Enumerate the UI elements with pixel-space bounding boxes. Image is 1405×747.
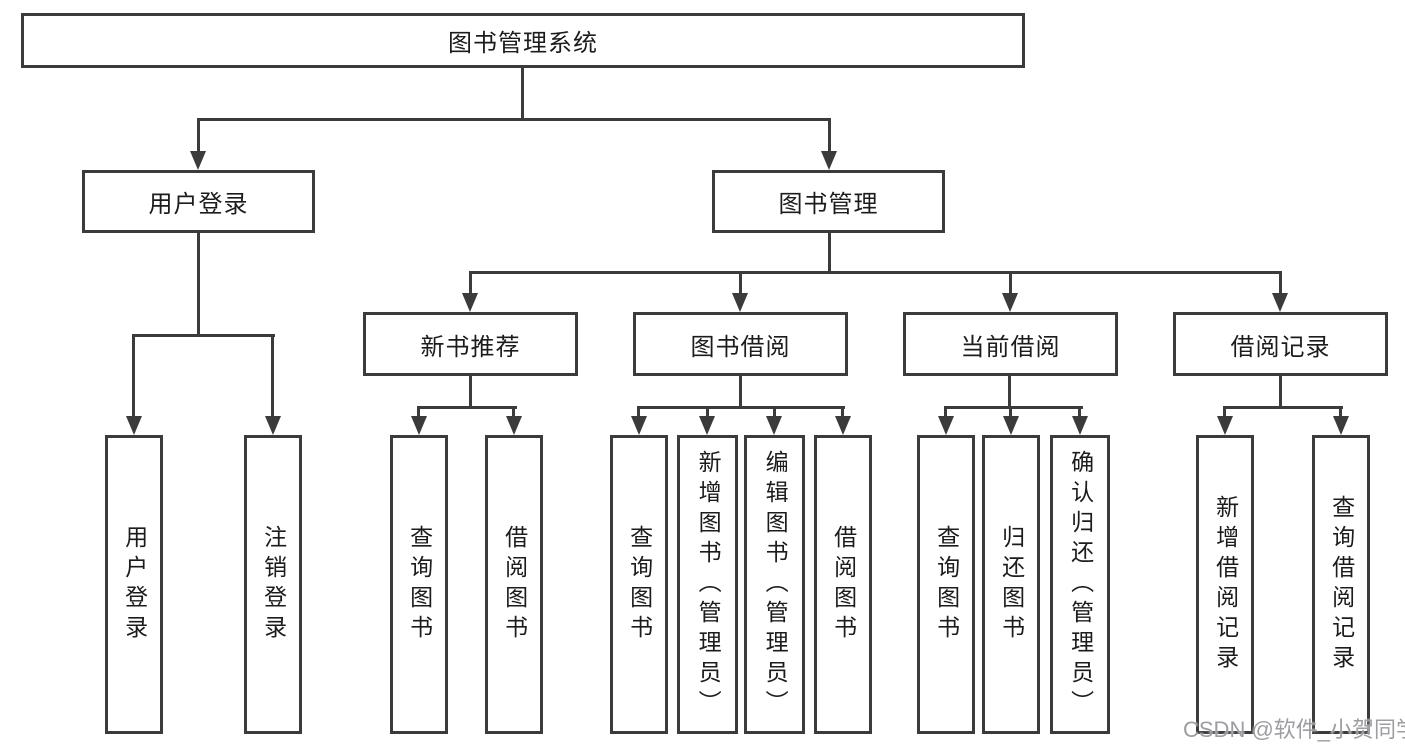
arrowhead-down-icon (462, 293, 478, 312)
node-book-management: 图书管理 (712, 170, 945, 233)
arrowhead-down-icon (1272, 293, 1288, 312)
connector-line (828, 118, 831, 154)
node-new-book-recommend-label: 新书推荐 (420, 333, 521, 361)
connector-line (637, 406, 845, 409)
leaf-borrow-books-label: 借阅图书 (830, 524, 857, 645)
leaf-logout-label: 注销登录 (260, 524, 287, 645)
arrowhead-down-icon (1003, 416, 1019, 435)
connector-line (1009, 406, 1012, 420)
connector-line (1009, 271, 1012, 296)
connector-line (739, 271, 742, 296)
arrowhead-down-icon (835, 416, 851, 435)
node-borrow-records-label: 借阅记录 (1230, 333, 1331, 361)
connector-line (417, 406, 420, 420)
connector-line (197, 118, 831, 121)
arrowhead-down-icon (938, 416, 954, 435)
connector-line (944, 406, 947, 420)
leaf-edit-books-admin: 编辑图书（管理员） (744, 435, 805, 734)
leaf-recommend-borrow-books: 借阅图书 (485, 435, 543, 734)
connector-line (773, 406, 776, 420)
leaf-user-login: 用户登录 (105, 435, 163, 734)
connector-line (637, 406, 640, 420)
leaf-borrow-books: 借阅图书 (814, 435, 872, 734)
connector-line (197, 118, 200, 154)
connector-line (271, 334, 274, 418)
connector-line (1078, 406, 1081, 420)
connector-line (469, 376, 472, 409)
leaf-add-books-admin: 新增图书（管理员） (677, 435, 738, 734)
leaf-confirm-return-admin-label: 确认归还（管理员） (1067, 449, 1094, 720)
leaf-query-borrow-record: 查询借阅记录 (1312, 435, 1370, 734)
leaf-return-books-label: 归还图书 (998, 524, 1025, 645)
arrowhead-down-icon (821, 151, 837, 170)
leaf-return-books: 归还图书 (982, 435, 1040, 734)
arrowhead-down-icon (766, 416, 782, 435)
connector-line (828, 233, 831, 273)
connector-line (512, 406, 515, 420)
arrowhead-down-icon (126, 416, 142, 435)
leaf-current-query-books: 查询图书 (917, 435, 975, 734)
connector-line (841, 406, 844, 420)
leaf-add-books-admin-label: 新增图书（管理员） (695, 449, 722, 720)
connector-line (197, 233, 200, 336)
connector-line (469, 271, 1282, 274)
connector-line (1279, 376, 1282, 409)
connector-line (1339, 406, 1342, 420)
arrowhead-down-icon (411, 416, 427, 435)
leaf-edit-books-admin-label: 编辑图书（管理员） (762, 449, 789, 720)
leaf-confirm-return-admin: 确认归还（管理员） (1050, 435, 1110, 734)
leaf-query-borrow-record-label: 查询借阅记录 (1328, 494, 1355, 675)
leaf-recommend-query-books-label: 查询图书 (406, 524, 433, 645)
arrowhead-down-icon (1217, 416, 1233, 435)
node-book-borrow-label: 图书借阅 (690, 333, 791, 361)
node-root: 图书管理系统 (21, 13, 1025, 68)
node-root-label: 图书管理系统 (448, 30, 598, 57)
arrowhead-down-icon (190, 151, 206, 170)
leaf-recommend-query-books: 查询图书 (390, 435, 448, 734)
node-new-book-recommend: 新书推荐 (363, 312, 578, 376)
arrowhead-down-icon (265, 416, 281, 435)
node-book-borrow: 图书借阅 (633, 312, 848, 376)
arrowhead-down-icon (1002, 293, 1018, 312)
connector-line (706, 406, 709, 420)
connector-line (417, 406, 517, 409)
connector-line (1223, 406, 1226, 420)
connector-line (521, 68, 524, 120)
leaf-borrow-query-books-label: 查询图书 (626, 524, 653, 645)
csdn-watermark: CSDN @软件_小贺同学 (1183, 717, 1405, 742)
leaf-add-borrow-record-label: 新增借阅记录 (1212, 494, 1239, 675)
leaf-current-query-books-label: 查询图书 (933, 524, 960, 645)
arrowhead-down-icon (732, 293, 748, 312)
node-user-login: 用户登录 (82, 170, 315, 233)
connector-line (469, 271, 472, 296)
connector-line (1223, 406, 1343, 409)
leaf-borrow-query-books: 查询图书 (610, 435, 668, 734)
node-current-borrow-label: 当前借阅 (960, 333, 1061, 361)
leaf-add-borrow-record: 新增借阅记录 (1196, 435, 1254, 734)
node-user-login-label: 用户登录 (148, 191, 249, 218)
connector-line (1008, 376, 1011, 409)
node-current-borrow: 当前借阅 (903, 312, 1118, 376)
leaf-recommend-borrow-books-label: 借阅图书 (501, 524, 528, 645)
connector-line (1279, 271, 1282, 296)
arrowhead-down-icon (631, 416, 647, 435)
connector-line (132, 334, 275, 337)
arrowhead-down-icon (1072, 416, 1088, 435)
leaf-logout: 注销登录 (244, 435, 302, 734)
node-borrow-records: 借阅记录 (1173, 312, 1388, 376)
connector-line (132, 334, 135, 418)
leaf-user-login-label: 用户登录 (121, 524, 148, 645)
arrowhead-down-icon (699, 416, 715, 435)
connector-line (739, 376, 742, 409)
connector-line (944, 406, 1083, 409)
arrowhead-down-icon (506, 416, 522, 435)
node-book-management-label: 图书管理 (778, 191, 879, 218)
arrowhead-down-icon (1333, 416, 1349, 435)
